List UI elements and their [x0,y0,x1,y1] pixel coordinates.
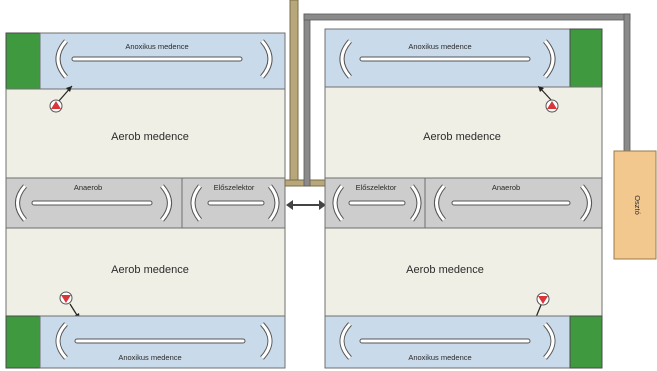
side-box-label: Osztó [633,195,642,215]
right-bottom-anoxic-label: Anoxikus medence [408,353,471,362]
left-anaerob-bracket-r-inner [160,185,171,221]
return-pipe-down [623,13,631,155]
left-bottom-aerob-tank [5,227,286,317]
left-top-aerob-label: Aerob medence [111,131,189,143]
left-bottom-green-block [5,315,41,369]
right-bottom-aerob-label: Aerob medence [406,264,484,276]
right-anaerob-label: Anaerob [492,183,520,192]
right-unit: Anoxikus medence Aerob medence Előszelek… [324,28,603,369]
right-bottom-bracket-l-inner [340,322,352,360]
center-pipes [284,0,631,210]
right-top-aerob-label: Aerob medence [423,131,501,143]
right-top-aerator-bar [359,56,531,62]
left-anaerob-aerator-bar [31,200,153,206]
right-top-anoxic-label: Anoxikus medence [408,42,471,51]
right-top-pump-icon [538,86,559,113]
right-elofelektor-bracket-r-inner [410,185,421,221]
left-elofelektor-bracket-l-inner [191,185,202,221]
flow-double-arrow-icon [286,200,326,210]
left-bottom-anoxic-label: Anoxikus medence [118,353,181,362]
left-bottom-bracket-l-inner [56,322,68,360]
left-top-green-block [5,32,41,90]
left-top-anoxic-label: Anoxikus medence [125,42,188,51]
left-top-pump-icon [49,85,73,113]
left-bottom-aerob-label: Aerob medence [111,264,189,276]
right-anaerob-aerator-bar [451,200,571,206]
right-elofelektor-aerator-bar [348,200,406,206]
left-anaerob-bracket-l-inner [16,185,27,221]
left-elofelektor-bracket-r-inner [268,185,279,221]
left-top-flow-bracket-l-inner [56,40,68,78]
left-anaerob-label: Anaerob [74,183,102,192]
left-elofelektor-aerator-bar [207,200,265,206]
right-elofelektor-label: Előszelektor [356,183,397,192]
inlet-pipe [289,0,299,187]
return-pipe-vertical [303,13,311,187]
side-control-box: Osztó [613,150,657,260]
right-bottom-green-block [569,315,603,369]
right-bottom-aerator-bar [359,338,531,344]
right-bottom-bracket-r-inner [543,322,555,360]
left-unit: Anoxikus medence Aerob medence Anaerob E… [5,32,286,369]
right-top-green-block [569,28,603,88]
return-pipe-horizontal [303,13,631,21]
left-top-aerator-bar [71,56,243,62]
left-top-flow-bracket-r-inner [260,40,272,78]
right-anaerob-bracket-l-inner [435,185,446,221]
left-elofelektor-label: Előszelektor [214,183,255,192]
left-bottom-aerator-bar [74,338,246,344]
right-top-bracket-l-inner [340,40,352,78]
right-bottom-aerob-tank [324,227,603,317]
right-anaerob-bracket-r-inner [580,185,591,221]
left-bottom-bracket-r-inner [260,322,272,360]
right-elofelektor-bracket-l-inner [333,185,344,221]
right-top-bracket-r-inner [543,40,555,78]
